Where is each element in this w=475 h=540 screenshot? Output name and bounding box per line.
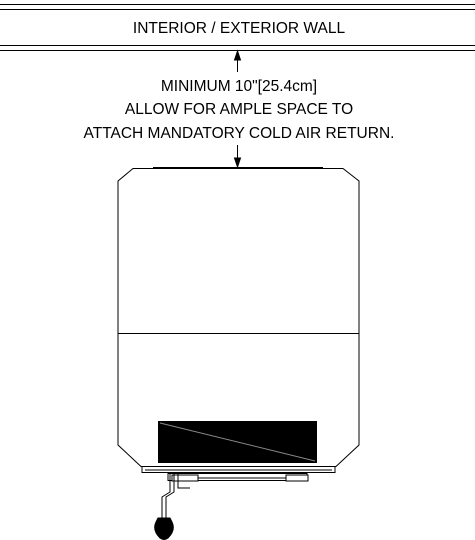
access-panel [158,421,317,463]
access-panel-diagonal [159,422,316,462]
fitting-bracket-left [171,474,199,482]
clearance-dimension [233,49,242,169]
drain-pipe-branch [177,473,190,489]
wall-label: INTERIOR / EXTERIOR WALL [133,20,346,37]
clearance-line-2: ALLOW FOR AMPLE SPACE TO [125,101,353,118]
drain-pipe-outer [165,473,175,518]
arrow-down-icon [233,157,242,169]
clearance-line-1: MINIMUM 10"[25.4cm] [161,78,317,95]
arrow-up-icon [233,49,242,61]
clearance-line-3: ATTACH MANDATORY COLD AIR RETURN. [84,125,395,142]
bottom-fittings [154,473,309,540]
drain-pipe [161,473,171,518]
fitting-bracket-right [285,474,309,482]
unit-upper-body [117,168,360,334]
drain-bulb [154,517,174,540]
